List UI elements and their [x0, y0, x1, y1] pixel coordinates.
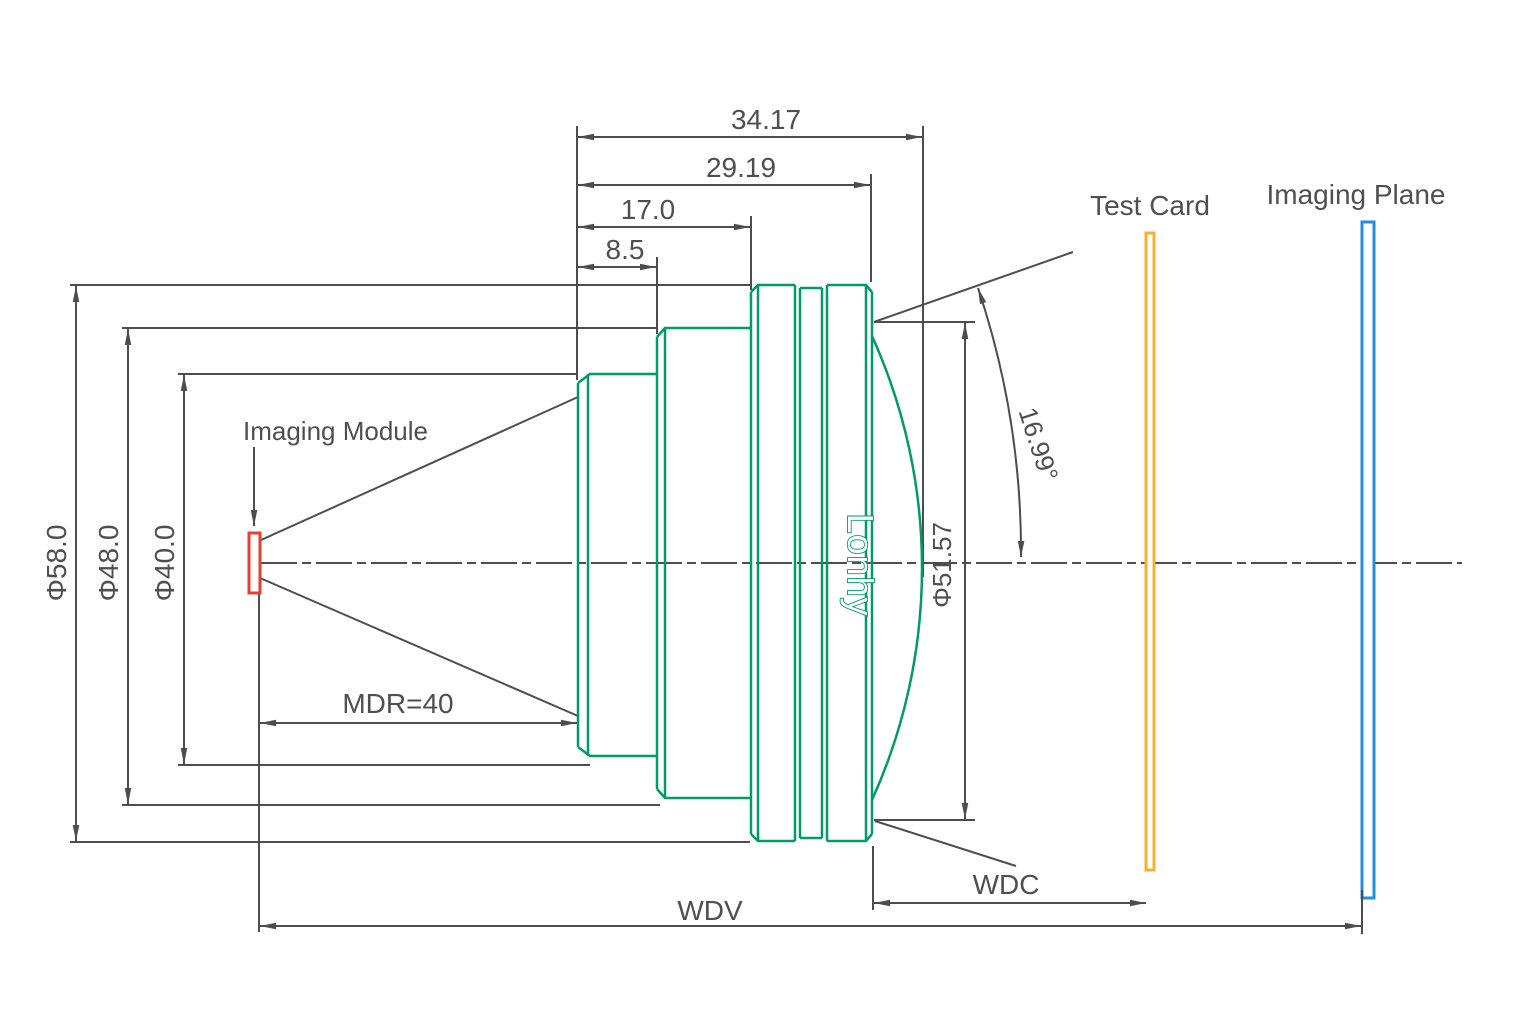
lens-rear-barrel	[576, 372, 657, 758]
dim-label-d58: Φ58.0	[41, 525, 72, 602]
lens-mid-section	[655, 326, 751, 800]
mdr-label: MDR=40	[342, 688, 453, 719]
dim-label-d40: Φ40.0	[149, 525, 180, 602]
target-planes: Test Card Imaging Plane	[1090, 179, 1446, 900]
ray-module-lower	[259, 577, 579, 717]
dim-label-d48: Φ48.0	[93, 525, 124, 602]
diameter-dimensions: Φ58.0 Φ48.0 Φ40.0	[41, 284, 750, 843]
imaging-module-label: Imaging Module	[243, 416, 428, 446]
lens-body: Lonhy	[576, 283, 924, 843]
wdv-label: WDV	[677, 895, 743, 926]
dim-label-total-length: 34.17	[731, 104, 801, 135]
imaging-plane-bar	[1360, 220, 1376, 900]
front-aperture-dimension: Φ51.57 16.99°	[873, 251, 1074, 867]
lens-front-section	[749, 283, 874, 843]
front-lens-arc	[870, 335, 924, 801]
dim-label-8-5: 8.5	[606, 234, 645, 265]
field-angle-arc	[977, 287, 1025, 558]
lens-brand-text: Lonhy	[840, 513, 881, 616]
test-card-label: Test Card	[1090, 190, 1210, 221]
top-dimensions: 34.17 29.19 17.0 8.5	[576, 104, 924, 577]
ray-module-upper	[260, 396, 579, 541]
bottom-dimensions: MDR=40 WDC WDV	[258, 594, 1363, 934]
dim-label-17-0: 17.0	[621, 194, 676, 225]
test-card-bar	[1144, 231, 1156, 872]
dim-label-29-19: 29.19	[706, 152, 776, 183]
wdc-label: WDC	[973, 869, 1040, 900]
ray-field-upper	[873, 251, 1074, 323]
field-angle-label: 16.99°	[1013, 404, 1065, 485]
imaging-module-group: Imaging Module	[243, 396, 579, 717]
ray-field-lower	[874, 820, 1017, 867]
imaging-module-sensor	[247, 531, 262, 595]
imaging-plane-label: Imaging Plane	[1266, 179, 1445, 210]
dim-label-d5157: Φ51.57	[927, 522, 957, 608]
